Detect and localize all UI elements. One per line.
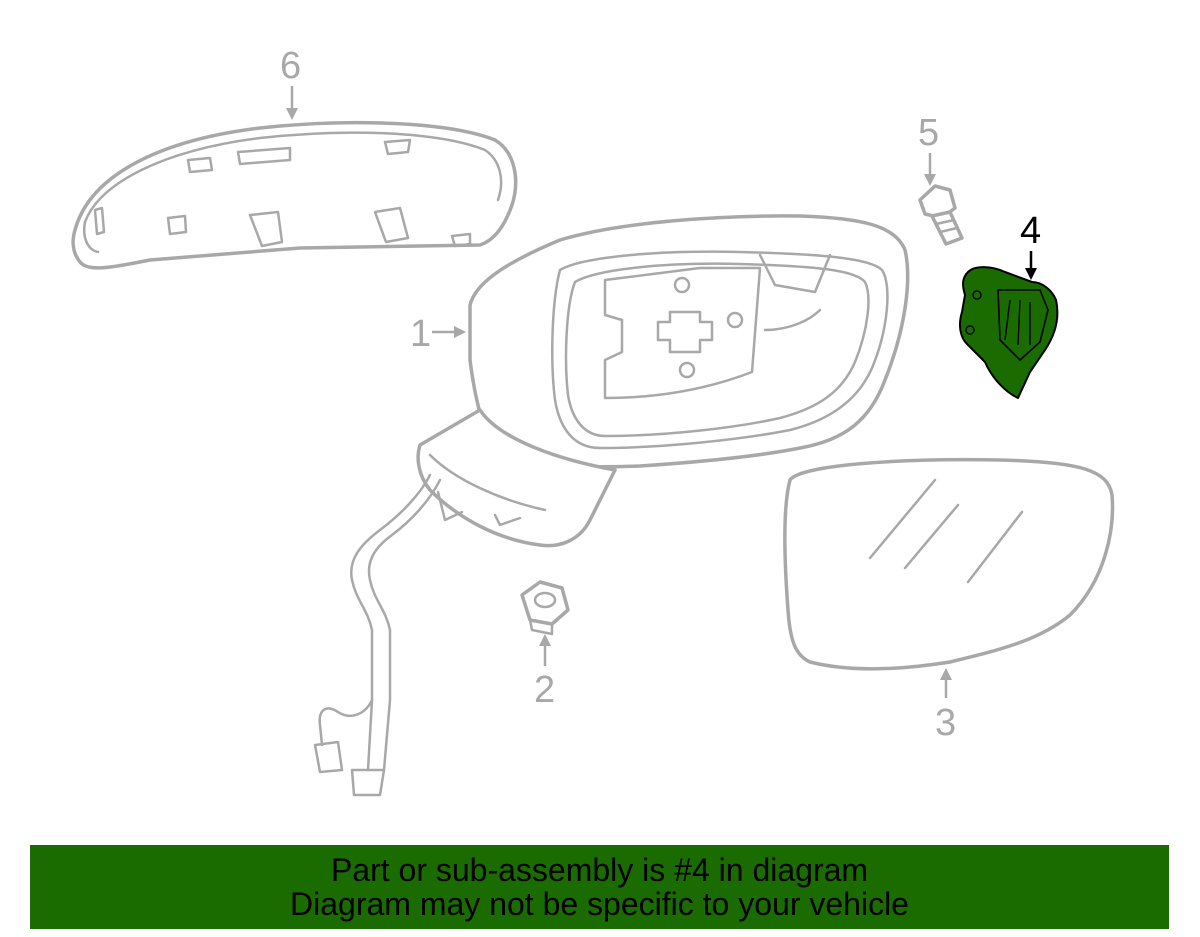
callout-1-label: 1 xyxy=(410,313,431,355)
banner-line-1: Part or sub-assembly is #4 in diagram xyxy=(330,852,869,888)
callout-2-label: 2 xyxy=(534,669,555,711)
part-6-mirror-cover[interactable] xyxy=(71,120,518,270)
banner-line-2: Diagram may not be specific to your vehi… xyxy=(290,886,909,922)
callout-6-label: 6 xyxy=(280,45,301,87)
callout-6: 6 xyxy=(280,45,301,120)
part-4-highlighted-component[interactable] xyxy=(959,266,1059,399)
callout-2: 2 xyxy=(534,634,555,711)
part-1-mirror-assembly[interactable] xyxy=(313,214,910,797)
callout-3-label: 3 xyxy=(935,702,956,744)
callout-3: 3 xyxy=(935,668,956,744)
callout-5-label: 5 xyxy=(918,112,939,154)
callout-1: 1 xyxy=(410,313,466,355)
callout-4-label: 4 xyxy=(1020,210,1041,252)
callout-5: 5 xyxy=(918,112,939,186)
callout-4: 4 xyxy=(1020,210,1041,280)
part-2-nut[interactable] xyxy=(520,580,570,636)
part-5-screw[interactable] xyxy=(918,184,964,246)
part-3-mirror-glass[interactable] xyxy=(783,457,1115,671)
info-banner: Part or sub-assembly is #4 in diagram Di… xyxy=(30,845,1169,929)
